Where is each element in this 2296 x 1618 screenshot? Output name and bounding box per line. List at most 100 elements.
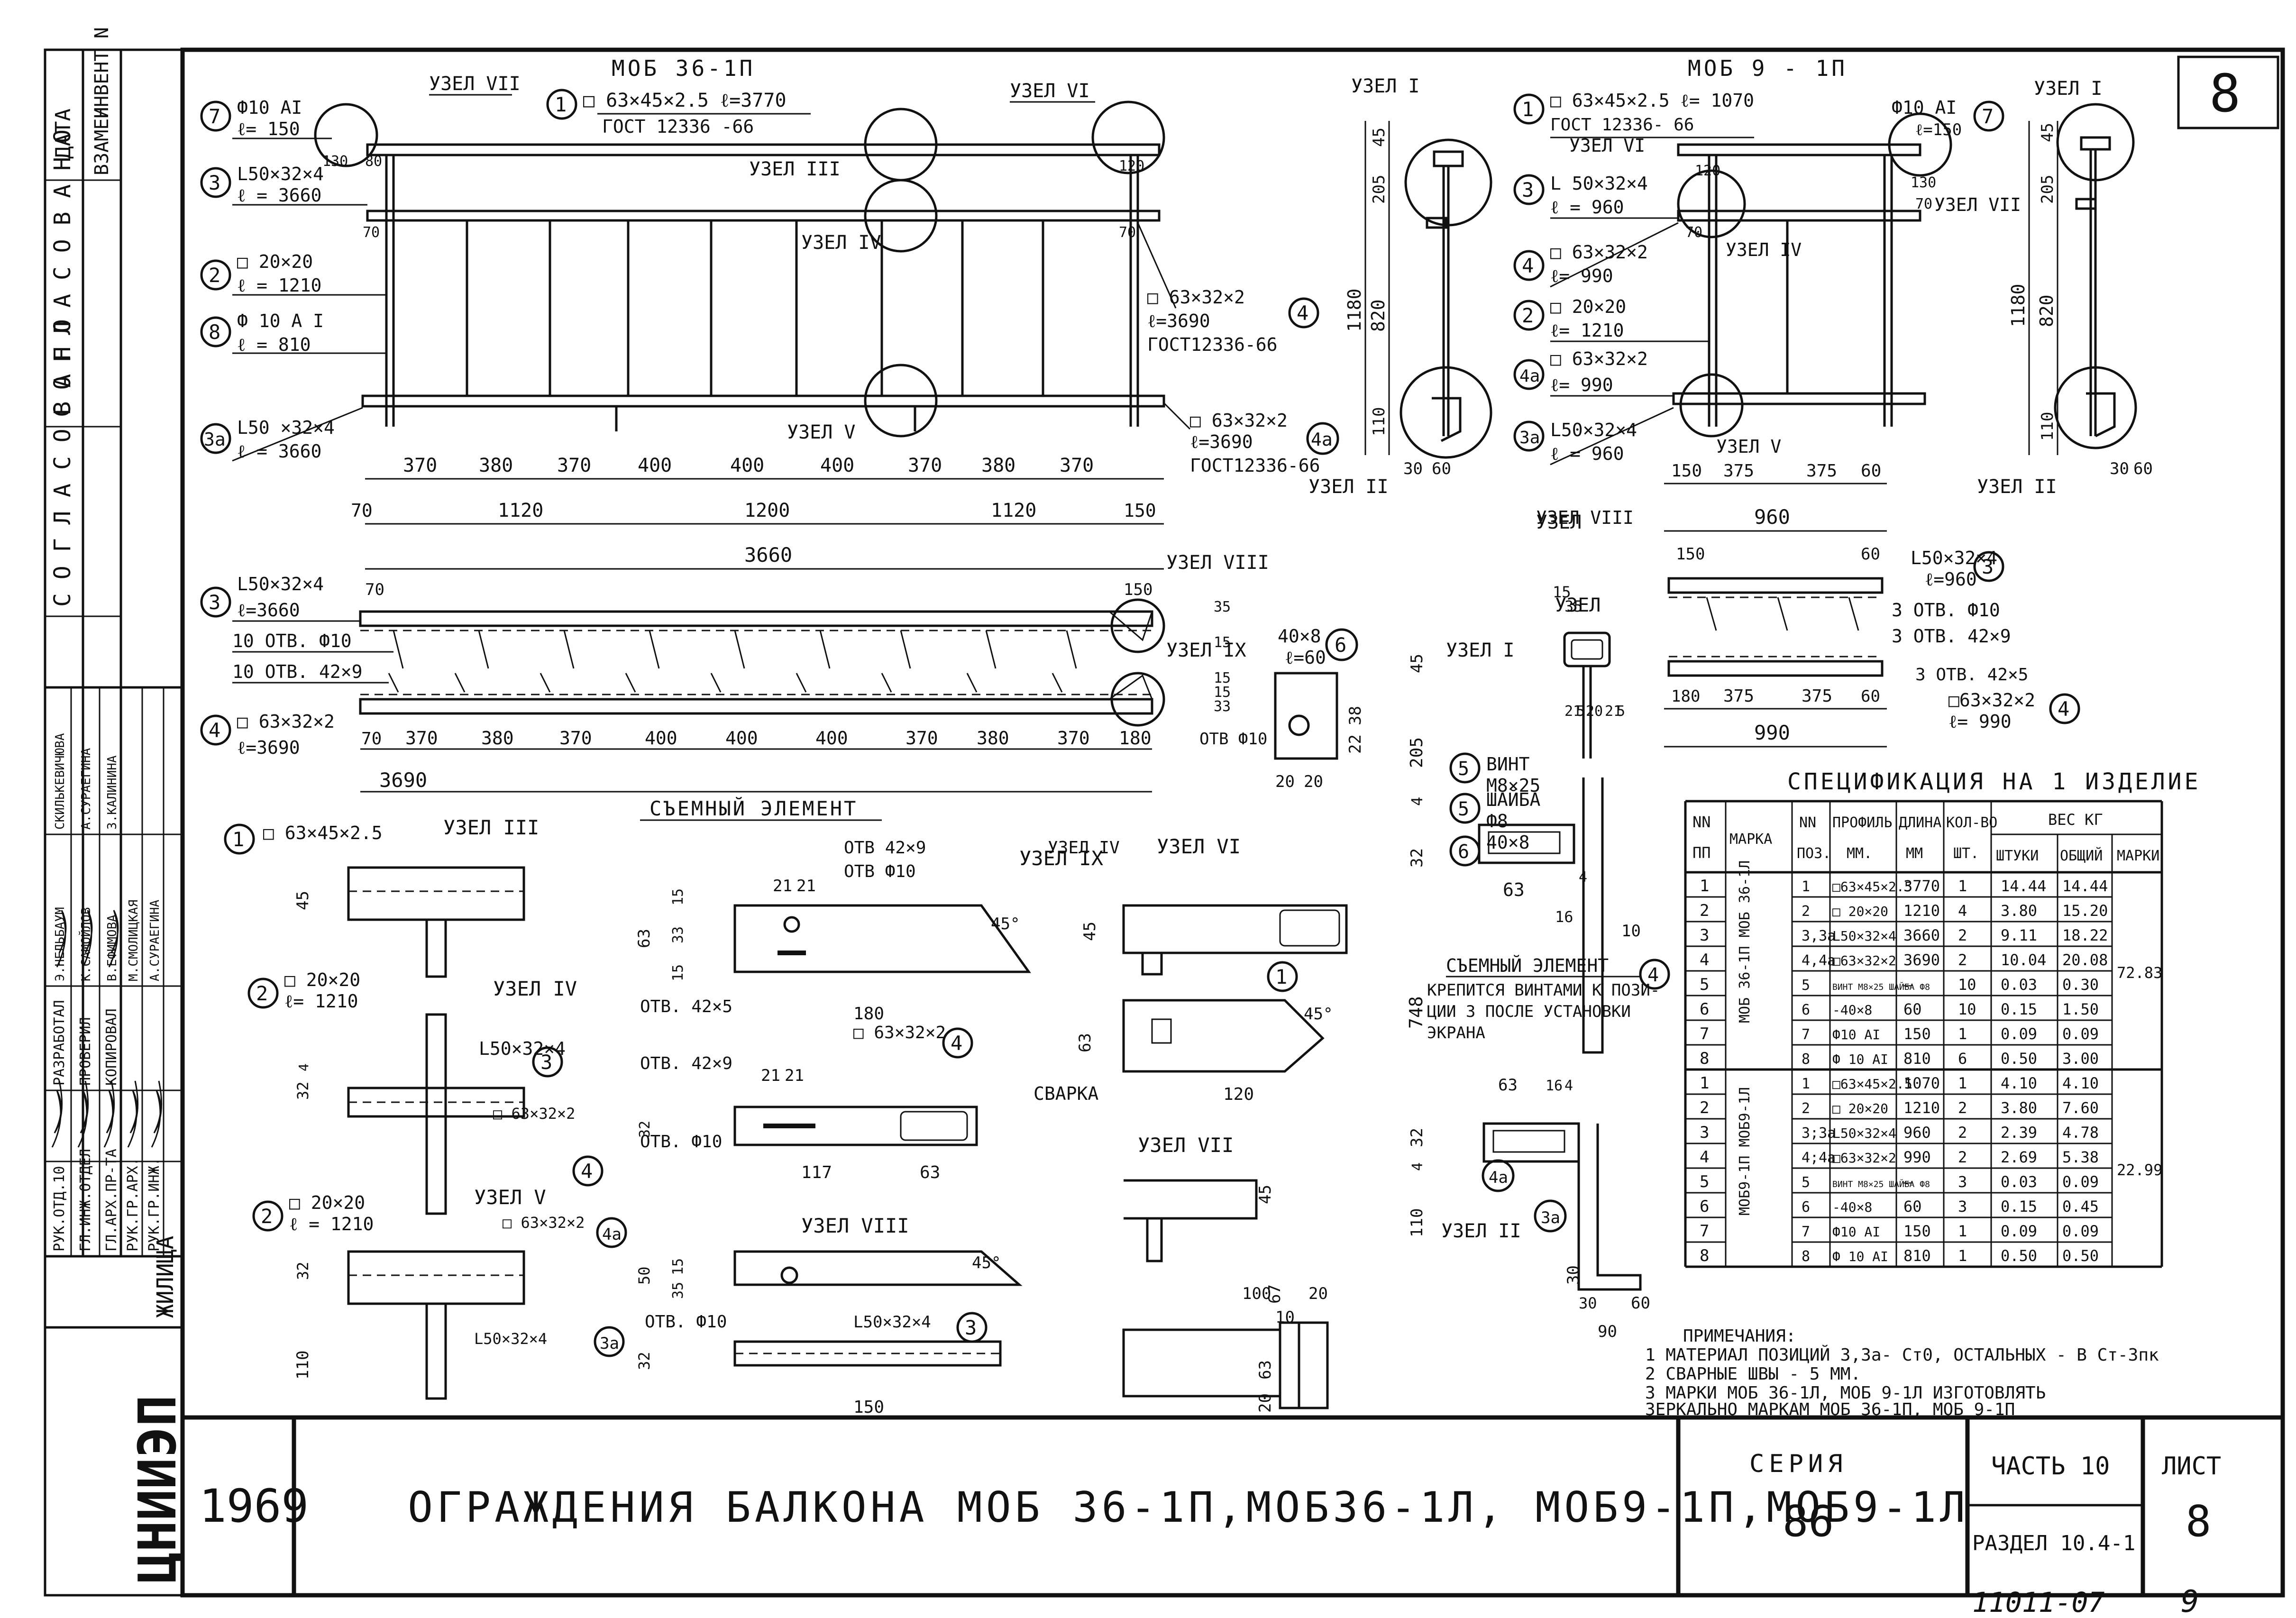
- spec-row-qty: 6: [1958, 1050, 1967, 1068]
- stamp-role-3: ГЛ.АРХ.ПР-ТА: [103, 1149, 120, 1252]
- svg-text:3: 3: [1522, 178, 1534, 201]
- svg-text:180: 180: [1671, 687, 1700, 706]
- svg-text:150: 150: [1671, 461, 1702, 481]
- svg-text:70: 70: [363, 224, 380, 241]
- svg-text:4а: 4а: [1311, 429, 1333, 450]
- spec-row-profile: □ 20×20: [1832, 904, 1888, 919]
- svg-text:380: 380: [977, 728, 1009, 749]
- label-node-i-left: УЗЕЛ I: [1351, 75, 1420, 97]
- spec-row-pos: 8: [1802, 1248, 1810, 1265]
- stamp-role2-2: ПРОВЕРИЛ: [77, 1017, 94, 1086]
- spec-row-qty: 4: [1958, 902, 1967, 920]
- node-section-center: УЗЕЛ I УЗЕЛ 5 ВИНТ М8×25 5 ШАЙБА Ф8 6 40…: [1406, 583, 1670, 1341]
- svg-text:1: 1: [555, 93, 567, 116]
- svg-text:2: 2: [261, 1205, 273, 1228]
- spec-row-qty: 2: [1958, 1099, 1967, 1117]
- svg-text:Ф 10 А I: Ф 10 А I: [237, 311, 324, 331]
- svg-text:70: 70: [1685, 224, 1702, 241]
- svg-text:ℓ=3690: ℓ=3690: [237, 737, 300, 758]
- svg-text:□ 63×32×2: □ 63×32×2: [1550, 242, 1648, 263]
- svg-text:ℓ = 960: ℓ = 960: [1550, 197, 1624, 218]
- svg-text:ℓ= 990: ℓ= 990: [1550, 375, 1613, 395]
- stamp-role-1: РУК.ОТД.10: [51, 1166, 68, 1252]
- stamp-name2-2: А.СУРАЕГИНА: [79, 748, 93, 830]
- spec-row-nn: 4: [1700, 951, 1709, 969]
- spec-row-pos: 3;3а: [1802, 1125, 1836, 1142]
- spec-row-length: 1210: [1903, 1099, 1940, 1117]
- spec-h-qty1: КОЛ-ВО: [1946, 814, 1997, 831]
- spec-row-nn: 6: [1700, 1197, 1709, 1216]
- spec-row-profile: ВИНТ М8×25 ШАЙБА Ф8: [1832, 982, 1930, 992]
- stamp-name2-1: СКИЛЬКЕВИЧЮВА: [53, 733, 67, 830]
- title-year: 1969: [199, 1480, 309, 1533]
- spec-row-length: 1210: [1903, 902, 1940, 920]
- svg-text:ОТВ Ф10: ОТВ Ф10: [1199, 730, 1267, 749]
- svg-text:1120: 1120: [991, 500, 1036, 521]
- svg-text:40×8: 40×8: [1486, 832, 1530, 853]
- label-node-ix: УЗЕЛ IX: [1019, 847, 1103, 870]
- svg-text:70: 70: [351, 500, 373, 521]
- svg-text:370: 370: [403, 455, 437, 476]
- svg-text:375: 375: [1806, 461, 1837, 481]
- svg-text:400: 400: [645, 728, 677, 749]
- svg-text:4: 4: [1408, 797, 1426, 806]
- spec-row-nn: 5: [1700, 1172, 1709, 1191]
- svg-text:400: 400: [815, 728, 848, 749]
- spec-row-length: —: [1903, 1173, 1913, 1191]
- section-left: УЗЕЛ I УЗЕЛ II 45 205 1180 820 110 30 60: [1308, 75, 1492, 498]
- spec-h-marks: МАРКИ: [2117, 848, 2159, 864]
- spec-row-length: 1070: [1903, 1074, 1940, 1092]
- svg-text:130: 130: [1911, 174, 1936, 191]
- title-block: 1969 ОГРАЖДЕНИЯ БАЛКОНА МОБ 36-1П,МОБ36-…: [199, 1417, 2221, 1595]
- svg-text:10: 10: [1275, 1308, 1295, 1327]
- spec-group1-total: 72.83: [2117, 964, 2162, 982]
- svg-text:L50×32×4: L50×32×4: [1911, 548, 1997, 568]
- svg-text:35: 35: [670, 1282, 686, 1299]
- svg-text:ВИНТ: ВИНТ: [1486, 754, 1530, 775]
- spec-h-prof2: ММ.: [1847, 845, 1872, 862]
- label-node-viii: УЗЕЛ VIII: [1166, 552, 1269, 574]
- spec-text: NNППМАРКАNNПОЗ.ПРОФИЛЬММ.ДЛИНАММКОЛ-ВОШТ…: [1692, 811, 2162, 1265]
- svg-text:ℓ= 1210: ℓ= 1210: [284, 991, 358, 1012]
- svg-text:4: 4: [1409, 1162, 1426, 1171]
- spec-row-qty: 1: [1958, 1025, 1967, 1043]
- svg-text:370: 370: [908, 455, 942, 476]
- spec-row-length: 810: [1903, 1050, 1931, 1068]
- svg-text:1180: 1180: [1344, 288, 1365, 332]
- spec-row-nn: 4: [1700, 1148, 1709, 1167]
- svg-text:21: 21: [773, 877, 792, 896]
- spec-row-pos: 5: [1802, 1174, 1810, 1191]
- svg-text:180: 180: [853, 1004, 884, 1024]
- svg-text:4: 4: [2058, 697, 2069, 721]
- spec-row-piece: 0.15: [2001, 1198, 2037, 1216]
- spec-row-piece: 14.44: [2001, 877, 2046, 895]
- svg-text:УЗЕЛ V: УЗЕЛ V: [474, 1186, 546, 1209]
- svg-text:ОТВ. 42×5: ОТВ. 42×5: [640, 997, 732, 1016]
- spec-row-length: 810: [1903, 1247, 1931, 1265]
- spec-row-qty: 2: [1958, 1148, 1967, 1166]
- svg-text:ℓ= 990: ℓ= 990: [1948, 711, 2012, 732]
- svg-text:ℓ = 3660: ℓ = 3660: [237, 185, 321, 206]
- svg-text:□ 63×45×2.5: □ 63×45×2.5: [263, 823, 383, 843]
- svg-text:3: 3: [209, 171, 220, 194]
- svg-text:70: 70: [365, 580, 384, 599]
- svg-text:15: 15: [670, 888, 686, 905]
- svg-text:УЗЕЛ V: УЗЕЛ V: [1716, 436, 1781, 457]
- spec-row-profile: □63×32×2: [1832, 1150, 1896, 1166]
- stamp-col-inv: ИНВЕНТ N: [91, 27, 113, 119]
- svg-text:45°: 45°: [1304, 1005, 1333, 1024]
- spec-row-total: 0.30: [2062, 976, 2099, 994]
- spec-row-qty: 1: [1958, 877, 1967, 895]
- label-node-iv: УЗЕЛ IV: [801, 232, 881, 254]
- spec-row-pos: 1: [1802, 878, 1810, 895]
- svg-text:375: 375: [1723, 461, 1754, 481]
- svg-text:15: 15: [1214, 634, 1231, 651]
- label-node-iii: УЗЕЛ III: [749, 158, 841, 180]
- svg-text:32: 32: [637, 1121, 653, 1138]
- svg-text:400: 400: [725, 728, 758, 749]
- svg-text:8: 8: [209, 320, 220, 344]
- svg-text:УЗЕЛ VIII: УЗЕЛ VIII: [801, 1214, 909, 1237]
- svg-text:ГОСТ 12336- 66: ГОСТ 12336- 66: [1550, 115, 1694, 135]
- svg-text:30: 30: [1403, 459, 1423, 478]
- label-node-v: УЗЕЛ V: [787, 421, 856, 443]
